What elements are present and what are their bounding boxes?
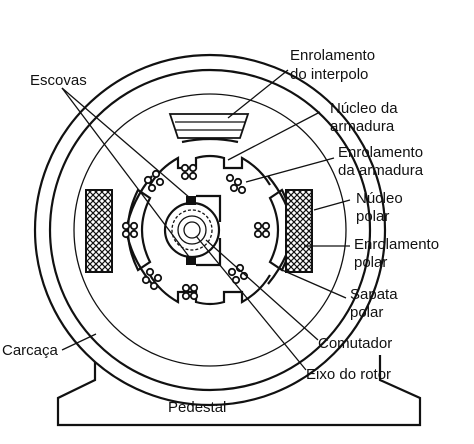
interpole bbox=[168, 113, 250, 144]
label-nucleo-polar-2: polar bbox=[356, 208, 389, 225]
label-comutador: Comutador bbox=[318, 335, 392, 352]
label-enrolamento-polar-1: Enrolamento bbox=[354, 236, 439, 253]
label-nucleo-polar-1: Núcleo bbox=[356, 190, 403, 207]
label-enrolamento-polar-2: polar bbox=[354, 254, 387, 271]
frame-carcaca bbox=[33, 53, 387, 407]
label-pedestal: Pedestal bbox=[168, 399, 226, 416]
rotor-shaft bbox=[183, 221, 201, 239]
field-windings bbox=[85, 189, 313, 273]
label-eixo-rotor: Eixo do rotor bbox=[306, 366, 391, 383]
label-enrolamento-armadura-1: Enrolamento bbox=[338, 144, 423, 161]
armature-conductors bbox=[121, 163, 271, 301]
label-nucleo-armadura-2: armadura bbox=[330, 118, 395, 135]
label-sapata-polar-2: polar bbox=[350, 304, 383, 321]
labels: Enrolamento do interpolo Escovas Núcleo … bbox=[2, 47, 439, 416]
label-enrolamento-armadura-2: da armadura bbox=[338, 162, 424, 179]
label-escovas: Escovas bbox=[30, 72, 87, 89]
leader-lines bbox=[61, 69, 351, 371]
label-carcaca: Carcaça bbox=[2, 342, 59, 359]
label-sapata-polar-1: Sapata bbox=[350, 286, 398, 303]
armature-core bbox=[121, 154, 271, 306]
pedestal bbox=[56, 355, 422, 427]
label-enrolamento-interpolo-2: do interpolo bbox=[290, 66, 368, 83]
label-nucleo-armadura-1: Núcleo da bbox=[330, 100, 398, 117]
label-enrolamento-interpolo-1: Enrolamento bbox=[290, 47, 375, 64]
